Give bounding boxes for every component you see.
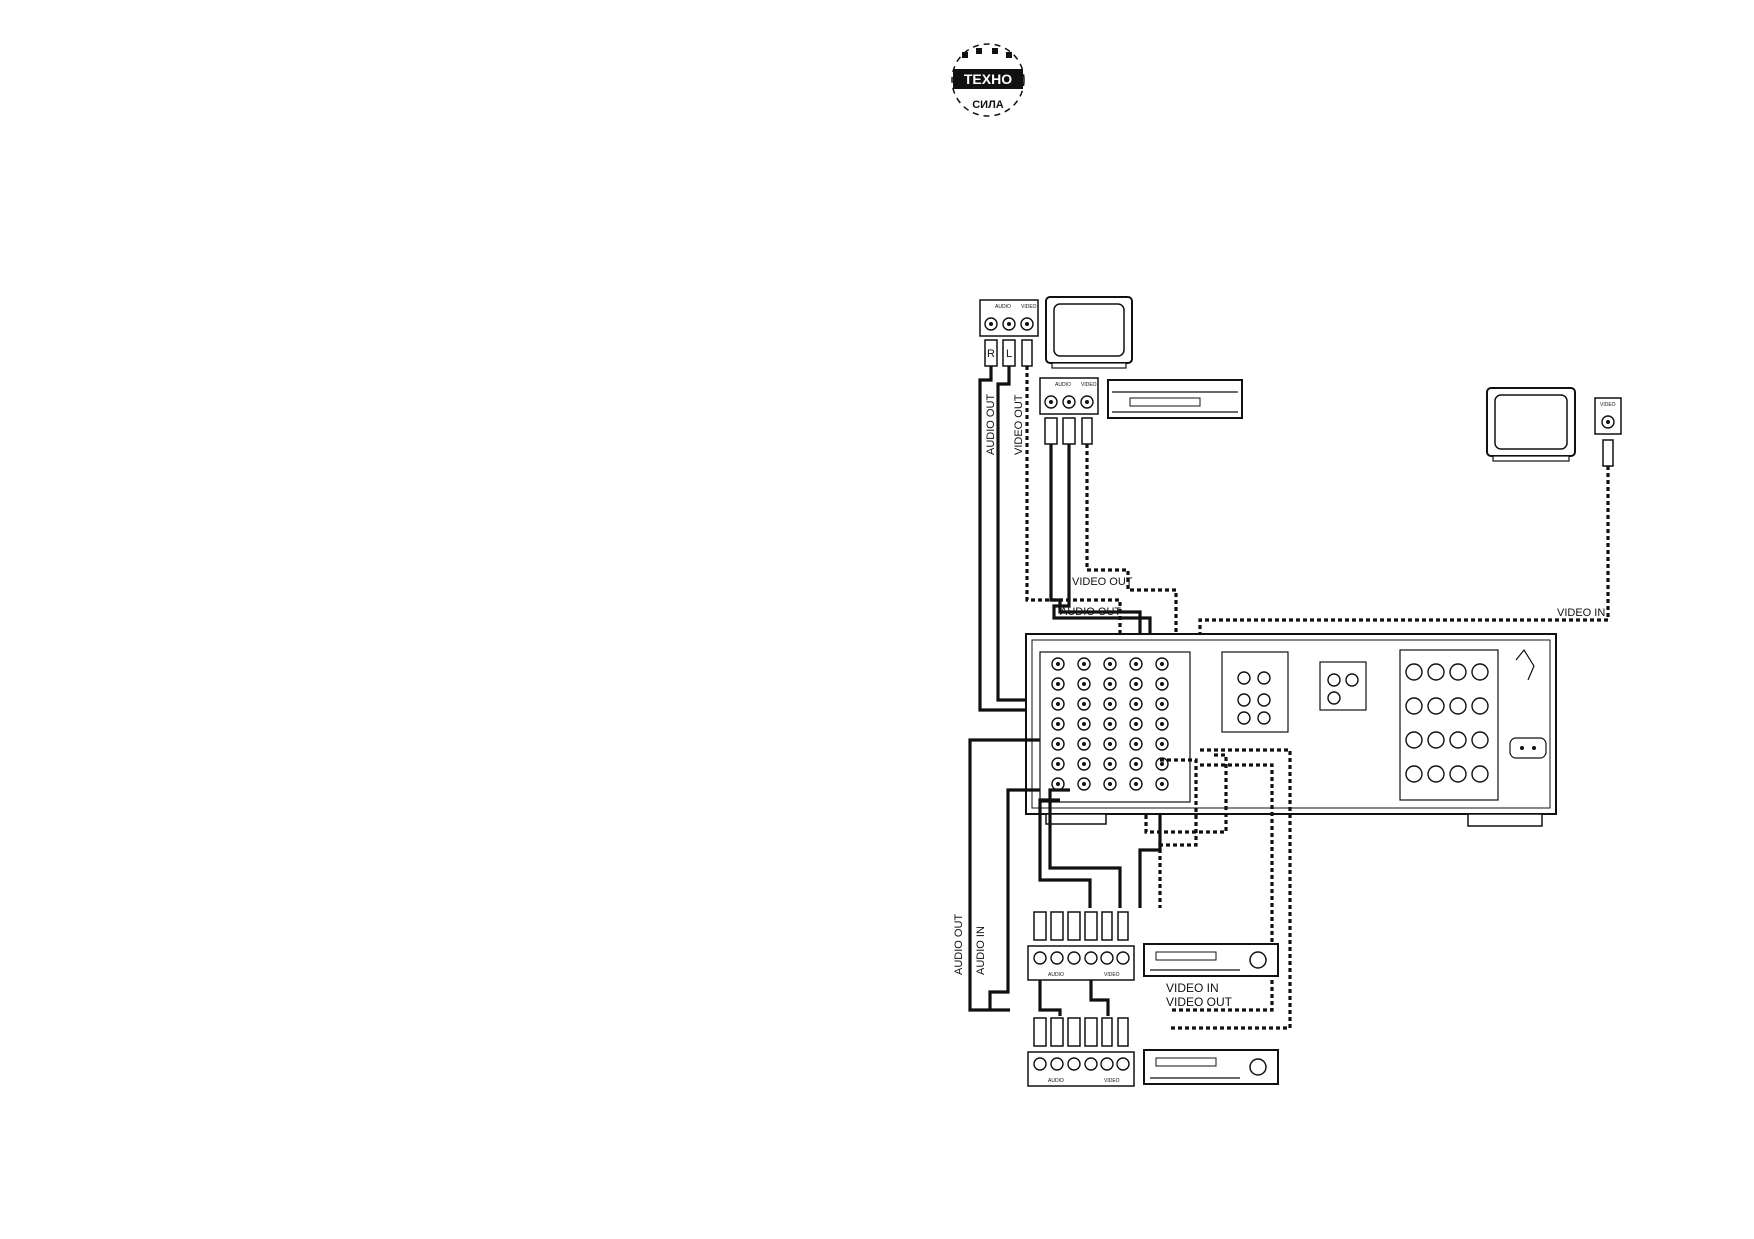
receiver-input-jack-core bbox=[1160, 662, 1164, 666]
speaker-terminal bbox=[1471, 765, 1489, 783]
receiver-input-jack-core bbox=[1108, 722, 1112, 726]
speaker-terminal bbox=[1449, 697, 1467, 715]
rec1-video-label: VIDEO bbox=[1104, 972, 1120, 978]
receiver-input-jack-core bbox=[1160, 762, 1164, 766]
speaker-terminal bbox=[1427, 731, 1445, 749]
video-out-cable-top bbox=[1025, 366, 1122, 640]
recorder-2-body bbox=[1143, 1049, 1279, 1085]
receiver-input-jack-core bbox=[1160, 682, 1164, 686]
video-in-label-right: VIDEO IN bbox=[1557, 607, 1605, 619]
receiver-input-jack-core bbox=[1082, 722, 1086, 726]
vcr-panel-video-label: VIDEO bbox=[1081, 382, 1097, 388]
receiver-input-jack-core bbox=[1108, 662, 1112, 666]
receiver-input-jack-core bbox=[1160, 702, 1164, 706]
recorder-1-plugs bbox=[1033, 911, 1129, 941]
video-out-label-bottom: VIDEO OUT bbox=[1166, 995, 1233, 1009]
receiver-input-jack-core bbox=[1108, 782, 1112, 786]
plug-l-label: L bbox=[1006, 348, 1012, 360]
receiver-input-jack-core bbox=[1160, 782, 1164, 786]
receiver-input-jack-core bbox=[1056, 782, 1060, 786]
vcr-output-panel: AUDIO VIDEO bbox=[1039, 377, 1099, 415]
recorder-2-plugs bbox=[1033, 1017, 1129, 1047]
techno-sila-logo: ТЕХНО СИЛА bbox=[951, 43, 1025, 117]
audio-in-cable-left bbox=[988, 788, 1040, 1010]
speaker-terminal bbox=[1427, 697, 1445, 715]
speaker-terminal bbox=[1405, 697, 1423, 715]
video-in-cable-right bbox=[1174, 466, 1610, 642]
tv-output-panel: AUDIO VIDEO bbox=[979, 299, 1039, 337]
panel-video-label: VIDEO bbox=[1021, 304, 1037, 310]
receiver-input-jack-core bbox=[1134, 722, 1138, 726]
speaker-terminal bbox=[1449, 765, 1467, 783]
logo-bottom-text: СИЛА bbox=[972, 99, 1004, 111]
receiver-input-jack-core bbox=[1082, 742, 1086, 746]
vcr-top bbox=[1107, 379, 1243, 419]
recorder-1-body bbox=[1143, 943, 1279, 977]
receiver-input-jack-core bbox=[1056, 722, 1060, 726]
receiver-input-jack-core bbox=[1134, 662, 1138, 666]
tv-set-right bbox=[1486, 387, 1576, 462]
receiver-input-jack-core bbox=[1056, 702, 1060, 706]
speaker-terminal bbox=[1427, 663, 1445, 681]
tv-set-top bbox=[1045, 296, 1133, 369]
speaker-terminal bbox=[1405, 765, 1423, 783]
receiver-rear-panel bbox=[1025, 633, 1557, 827]
receiver-input-jack-core bbox=[1160, 742, 1164, 746]
receiver-input-jack-core bbox=[1108, 762, 1112, 766]
speaker-terminal bbox=[1471, 731, 1489, 749]
vcr-panel-audio-label: AUDIO bbox=[1055, 382, 1071, 388]
plug-r-label: R bbox=[987, 348, 995, 360]
receiver-input-jack-core bbox=[1056, 742, 1060, 746]
audio-out-label-mid: AUDIO OUT bbox=[1060, 606, 1121, 618]
receiver-input-jack-core bbox=[1134, 782, 1138, 786]
speaker-terminal bbox=[1449, 663, 1467, 681]
receiver-input-jack-core bbox=[1134, 742, 1138, 746]
recorder-2-panel: AUDIO VIDEO bbox=[1027, 1051, 1135, 1087]
tv-video-in-panel: VIDEO bbox=[1594, 397, 1622, 467]
receiver-input-jack-core bbox=[1108, 742, 1112, 746]
speaker-terminal bbox=[1405, 731, 1423, 749]
video-out-label-top: VIDEO OUT bbox=[1013, 394, 1025, 455]
panel-audio-label: AUDIO bbox=[995, 304, 1011, 310]
speaker-terminal bbox=[1427, 765, 1445, 783]
audio-out-label-left: AUDIO OUT bbox=[953, 914, 965, 975]
receiver-input-jack-core bbox=[1082, 682, 1086, 686]
receiver-input-jack-core bbox=[1082, 782, 1086, 786]
speaker-terminal bbox=[1471, 663, 1489, 681]
receiver-input-jack-core bbox=[1160, 722, 1164, 726]
vcr-output-plugs bbox=[1044, 417, 1093, 445]
receiver-input-jack-core bbox=[1134, 682, 1138, 686]
rec2-audio-label: AUDIO bbox=[1048, 1078, 1064, 1084]
receiver-input-jack-core bbox=[1108, 702, 1112, 706]
receiver-input-jack-core bbox=[1134, 762, 1138, 766]
speaker-terminal bbox=[1449, 731, 1467, 749]
rec1-audio-label: AUDIO bbox=[1048, 972, 1064, 978]
recorder-1-panel: AUDIO VIDEO bbox=[1027, 945, 1135, 981]
rec2-video-label: VIDEO bbox=[1104, 1078, 1120, 1084]
receiver-input-jack-core bbox=[1056, 762, 1060, 766]
receiver-input-jack-core bbox=[1082, 762, 1086, 766]
receiver-input-jack-core bbox=[1056, 682, 1060, 686]
video-in-label-bottom: VIDEO IN bbox=[1166, 981, 1219, 995]
receiver-input-jack-core bbox=[1134, 702, 1138, 706]
logo-top-text: ТЕХНО bbox=[964, 71, 1012, 87]
receiver-input-jack-core bbox=[1108, 682, 1112, 686]
speaker-terminal bbox=[1405, 663, 1423, 681]
receiver-input-jack-core bbox=[1082, 662, 1086, 666]
audio-out-label-top: AUDIO OUT bbox=[985, 394, 997, 455]
video-out-label-mid: VIDEO OUT bbox=[1072, 576, 1133, 588]
receiver-input-jack-core bbox=[1082, 702, 1086, 706]
receiver-input-jack-core bbox=[1056, 662, 1060, 666]
speaker-terminal bbox=[1471, 697, 1489, 715]
audio-in-label-left: AUDIO IN bbox=[975, 926, 987, 975]
tv-output-plugs: R L bbox=[984, 339, 1033, 367]
audio-out-cable-top bbox=[978, 366, 1032, 712]
tv-panel-video-label: VIDEO bbox=[1600, 402, 1616, 408]
